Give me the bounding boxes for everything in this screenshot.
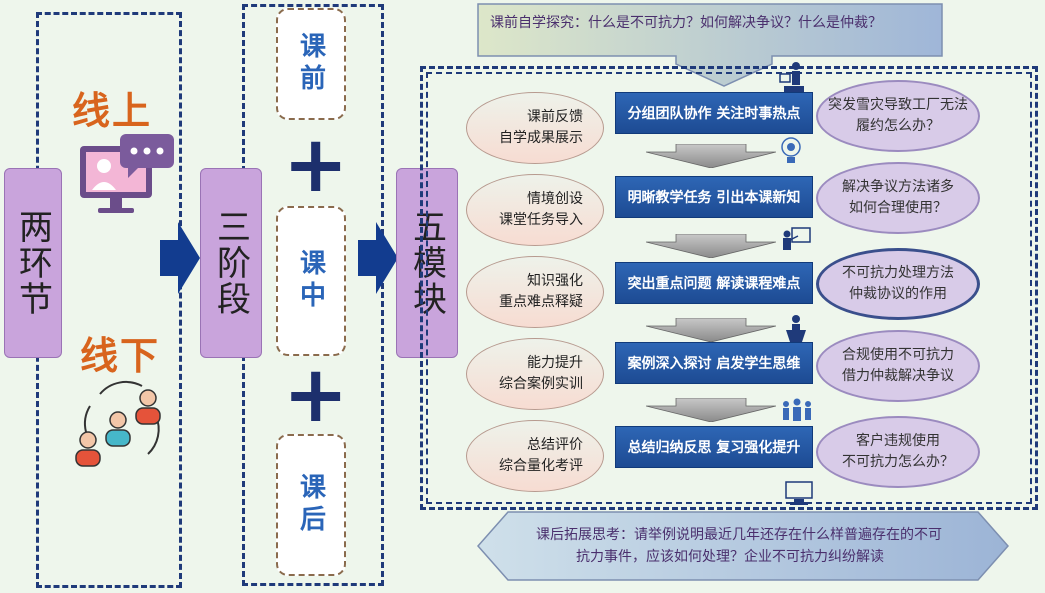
online-classroom-icon xyxy=(80,134,174,213)
top-banner-shape xyxy=(477,3,943,87)
module-oval-5: 总结评价 综合量化考评 xyxy=(466,420,604,492)
module-step-1: 分组团队协作 关注时事热点 xyxy=(615,92,813,134)
online-label: 线上 xyxy=(72,89,153,133)
two-links-label: 两环节 xyxy=(12,209,53,317)
module-step-4: 案例深入探讨 启发学生思维 xyxy=(615,342,813,384)
plus-sign: + xyxy=(283,120,349,210)
module-oval-1: 课前反馈 自学成果展示 xyxy=(466,92,604,164)
plus-sign: + xyxy=(283,350,349,440)
bottom-banner-line-2: 抗力事件，应该如何处理？企业不可抗力纠纷解读 xyxy=(576,549,884,565)
group-people-icon xyxy=(783,398,811,421)
module-question-1: 突发雪灾导致工厂无法 履约怎么办？ xyxy=(816,80,980,152)
arrow-right-icon xyxy=(160,222,200,294)
phase-before-class: 课前 xyxy=(276,8,346,120)
module-step-3: 突出重点问题 解读课程难点 xyxy=(615,262,813,304)
three-stages-label: 三阶段 xyxy=(210,209,251,317)
module-question-4: 合规使用不可抗力 借力仲裁解决争议 xyxy=(816,330,980,402)
teacher-board-icon xyxy=(783,227,811,250)
top-banner-text: 课前自学探究：什么是不可抗力？如何解决争议？什么是仲裁？ xyxy=(490,15,882,31)
lightbulb-icon xyxy=(781,137,801,163)
down-arrow-icon xyxy=(646,318,776,342)
down-arrow-icon xyxy=(646,398,776,422)
modules-dashed-frame xyxy=(420,66,1038,510)
module-oval-3: 知识强化 重点难点释疑 xyxy=(466,256,604,328)
presenter-icon xyxy=(779,62,804,92)
phase-after-class: 课后 xyxy=(276,434,346,576)
module-question-3: 不可抗力处理方法 仲裁协议的作用 xyxy=(816,248,980,320)
module-oval-2: 情境创设 课堂任务导入 xyxy=(466,174,604,246)
down-arrow-icon xyxy=(646,234,776,258)
offline-label: 线下 xyxy=(80,334,161,378)
lecture-podium-icon xyxy=(786,315,806,342)
module-question-2: 解决争议方法诸多 如何合理使用？ xyxy=(816,162,980,234)
down-arrow-icon xyxy=(646,144,776,168)
module-step-5: 总结归纳反思 复习强化提升 xyxy=(615,426,813,468)
bottom-banner-line-1: 课后拓展思考：请举例说明最近几年还存在什么样普遍存在的不可 xyxy=(536,527,942,543)
phase-in-class: 课中 xyxy=(276,206,346,356)
module-oval-4: 能力提升 综合案例实训 xyxy=(466,338,604,410)
computer-icon xyxy=(785,481,813,505)
module-step-2: 明晰教学任务 引出本课新知 xyxy=(615,176,813,218)
arrow-right-icon xyxy=(358,222,398,294)
three-stages-label-box: 三阶段 xyxy=(200,168,262,358)
two-links-label-box: 两环节 xyxy=(4,168,62,358)
module-question-5: 客户违规使用 不可抗力怎么办？ xyxy=(816,416,980,488)
modules-inner-frame xyxy=(426,72,1032,504)
bottom-banner-shape xyxy=(476,511,1010,581)
offline-group-icon xyxy=(75,381,161,467)
